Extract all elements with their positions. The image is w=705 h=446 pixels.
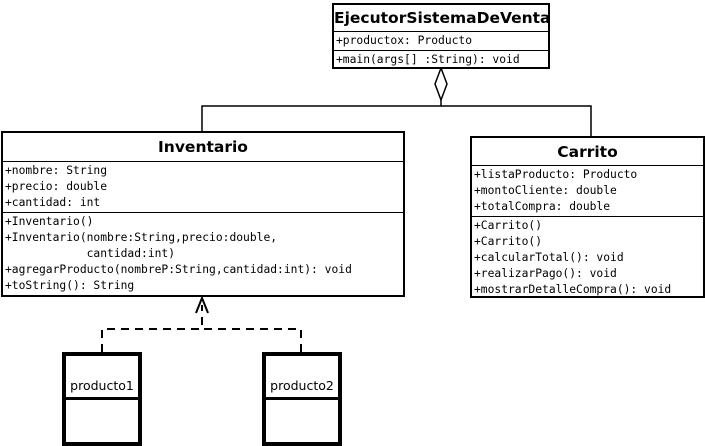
method-row: +Inventario(nombre:String,precio:double,	[5, 231, 278, 244]
method-row: +Inventario()	[5, 215, 94, 228]
attribute-row: +listaProducto: Producto	[474, 168, 638, 181]
class-title: Carrito	[472, 138, 703, 166]
methods-section: +Inventario() +Inventario(nombre:String,p…	[3, 212, 403, 295]
methods-section: +main(args[] :String): void	[334, 50, 548, 69]
object-producto1[interactable]: producto1	[62, 352, 142, 446]
aggregation-line-inventario	[201, 100, 442, 131]
method-row: +toString(): String	[5, 279, 135, 292]
object-producto2[interactable]: producto2	[262, 352, 342, 446]
method-row: +agregarProducto(nombreP:String,cantidad…	[5, 263, 352, 276]
attribute-row: +nombre: String	[5, 164, 108, 177]
attributes-section: +nombre: String +precio: double +cantidad:…	[3, 162, 403, 212]
method-row: +mostrarDetalleCompra(): void	[474, 283, 672, 296]
dependency-line-producto2	[201, 305, 302, 352]
aggregation-line-carrito	[441, 105, 592, 136]
attribute-row: +totalCompra: double	[474, 200, 611, 213]
attributes-section: +productox: Producto	[334, 32, 548, 50]
dependency-line-producto1	[101, 328, 202, 352]
class-inventario[interactable]: Inventario +nombre: String +precio: doubl…	[1, 131, 405, 297]
aggregation-diamond	[434, 65, 448, 103]
attribute-row: +cantidad: int	[5, 196, 101, 209]
method-row: +main(args[] :String): void	[336, 53, 520, 66]
method-row: cantidad:int)	[5, 247, 176, 260]
attribute-row: +precio: double	[5, 180, 108, 193]
attribute-row: +productox: Producto	[336, 34, 473, 47]
method-row: +calcularTotal(): void	[474, 251, 624, 264]
class-title: EjecutorSistemaDeVentas	[334, 5, 548, 32]
attributes-section: +listaProducto: Producto +montoCliente: d…	[472, 166, 703, 216]
object-name: producto2	[266, 356, 338, 400]
class-title: Inventario	[3, 133, 403, 162]
dependency-arrowhead	[195, 295, 209, 314]
class-ejecutor[interactable]: EjecutorSistemaDeVentas +productox: Prod…	[332, 3, 550, 69]
attribute-row: +montoCliente: double	[474, 184, 617, 197]
method-row: +Carrito()	[474, 219, 543, 232]
method-row: +Carrito()	[474, 235, 543, 248]
object-name: producto1	[66, 356, 138, 400]
class-carrito[interactable]: Carrito +listaProducto: Producto +montoCl…	[470, 136, 705, 298]
method-row: +realizarPago(): void	[474, 267, 617, 280]
methods-section: +Carrito() +Carrito() +calcularTotal(): vo…	[472, 216, 703, 299]
